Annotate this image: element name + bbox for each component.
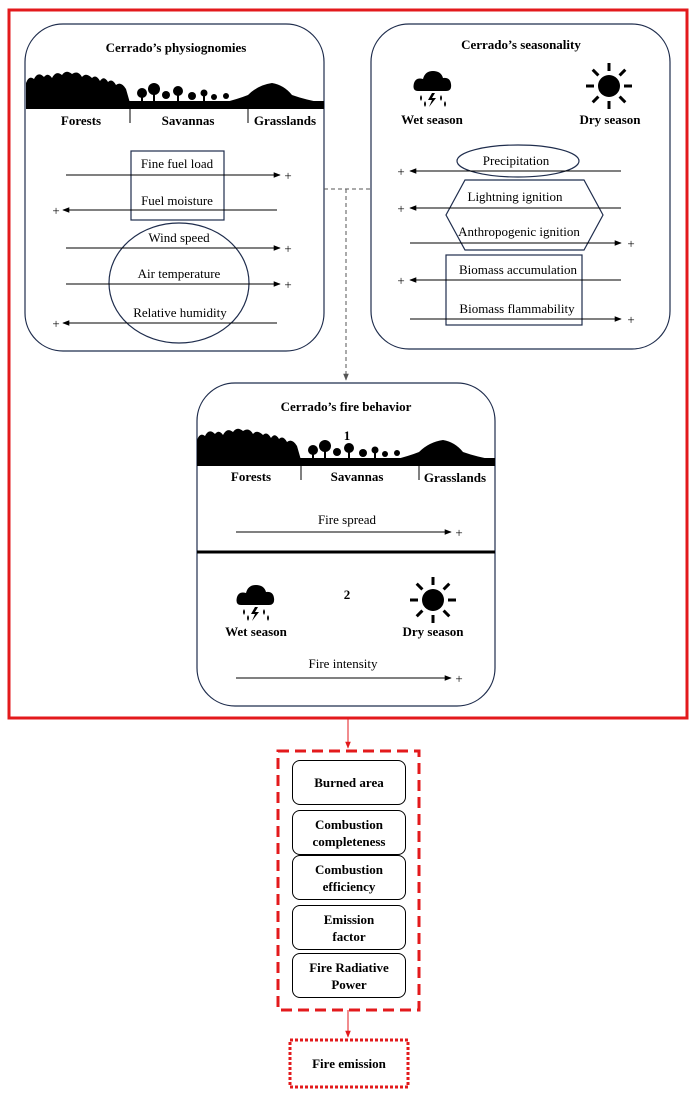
biomass-group-box	[445, 254, 583, 326]
label-fire-intensity: Fire intensity	[309, 656, 378, 671]
label-relative-humidity: Relative humidity	[133, 305, 227, 320]
sign-wind-speed: +	[284, 241, 291, 256]
label-wind-speed: Wind speed	[148, 230, 210, 245]
part-1-number: 1	[344, 428, 351, 443]
sign-air-temperature: +	[284, 277, 291, 292]
sign-anthropogenic-ignition: +	[627, 236, 634, 251]
fb-label-savannas: Savannas	[331, 469, 384, 484]
landscape-label-grasslands: Grasslands	[254, 113, 316, 128]
label-anthropogenic-ignition: Anthropogenic ignition	[458, 224, 580, 239]
fire-emission-box	[288, 1038, 410, 1089]
physiognomies-panel: Cerrado’s physiognomies Forests Savannas…	[24, 23, 325, 352]
label-fire-spread: Fire spread	[318, 512, 377, 527]
physiognomies-title: Cerrado’s physiognomies	[106, 40, 247, 55]
fuel-group-box	[130, 150, 225, 221]
sign-precipitation: +	[397, 164, 404, 179]
label-precipitation: Precipitation	[483, 153, 550, 168]
sign-fine-fuel-load: +	[284, 168, 291, 183]
dry-season-label: Dry season	[579, 112, 641, 127]
label-biomass-flammability: Biomass flammability	[459, 301, 575, 316]
seasonality-panel: Cerrado’s seasonality Wet season Dry sea…	[370, 23, 671, 350]
sign-fuel-moisture: +	[52, 203, 59, 218]
fb-dry-season-label: Dry season	[402, 624, 464, 639]
sign-biomass-accumulation: +	[397, 273, 404, 288]
sign-biomass-flammability: +	[627, 312, 634, 327]
fire-behavior-title: Cerrado’s fire behavior	[281, 399, 412, 414]
landscape-label-savannas: Savannas	[162, 113, 215, 128]
label-lightning-ignition: Lightning ignition	[468, 189, 563, 204]
landscape-label-forests: Forests	[61, 113, 101, 128]
weather-group-ellipse	[108, 222, 250, 344]
label-biomass-accumulation: Biomass accumulation	[459, 262, 578, 277]
label-fine-fuel-load: Fine fuel load	[141, 156, 214, 171]
fb-label-grasslands: Grasslands	[424, 470, 486, 485]
factor-combustion-efficiency: Combustion efficiency	[292, 855, 406, 900]
factor-emission-factor: Emission factor	[292, 905, 406, 950]
fb-sun-icon	[408, 575, 458, 625]
emission-factors-frame	[276, 749, 421, 1012]
part-2-number: 2	[344, 587, 351, 602]
factor-fire-radiative-power: Fire Radiative Power	[292, 953, 406, 998]
sign-relative-humidity: +	[52, 316, 59, 331]
wet-season-label: Wet season	[401, 112, 464, 127]
factor-combustion-completeness: Combustion completeness	[292, 810, 406, 855]
label-air-temperature: Air temperature	[138, 266, 221, 281]
precipitation-ellipse	[456, 144, 580, 178]
fire-behavior-panel: Cerrado’s fire behavior 1 Forests Savann…	[196, 382, 496, 707]
ignition-hexagon	[445, 179, 604, 251]
sign-fire-intensity: +	[455, 671, 462, 686]
factor-burned-area: Burned area	[292, 760, 406, 805]
fb-label-forests: Forests	[231, 469, 271, 484]
label-fuel-moisture: Fuel moisture	[141, 193, 213, 208]
panels-connector	[324, 188, 371, 381]
fire-emission-label: Fire emission	[312, 1056, 387, 1071]
sign-fire-spread: +	[455, 525, 462, 540]
fb-wet-season-label: Wet season	[225, 624, 288, 639]
sun-icon	[584, 61, 634, 111]
seasonality-title: Cerrado’s seasonality	[461, 37, 581, 52]
sign-lightning-ignition: +	[397, 201, 404, 216]
